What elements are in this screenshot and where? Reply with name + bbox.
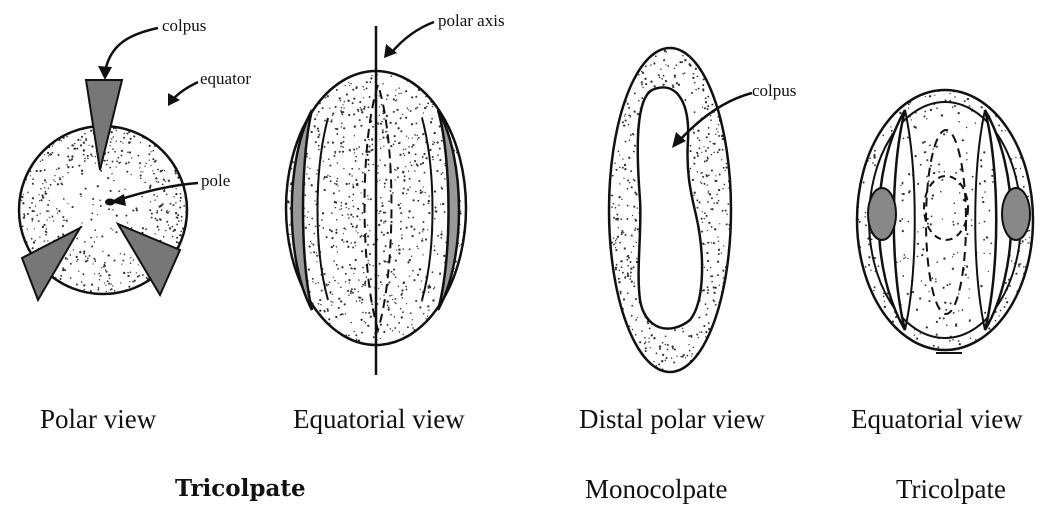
caption-equatorial-view-2: Equatorial view bbox=[851, 404, 1023, 434]
colpus-leader-1 bbox=[105, 28, 158, 72]
equatorial1-inner-right bbox=[422, 118, 433, 300]
caption-polar-view: Polar view bbox=[40, 404, 157, 434]
caption-equatorial-view-1: Equatorial view bbox=[293, 404, 465, 434]
polar-view-figure: colpus equator pole bbox=[18, 16, 251, 300]
equatorial2-ridge-right bbox=[975, 110, 985, 330]
polar-axis-leader bbox=[392, 22, 434, 52]
equatorial-view-figure-2 bbox=[857, 90, 1033, 353]
equatorial2-dashed-pore bbox=[924, 176, 968, 240]
caption-distal-polar-view: Distal polar view bbox=[579, 404, 765, 434]
distal-polar-view-figure: colpus bbox=[609, 48, 796, 372]
equatorial1-colpus-left bbox=[292, 110, 312, 310]
pole-label: pole bbox=[201, 171, 230, 190]
colpus-label-1: colpus bbox=[162, 16, 206, 35]
group-tricolpate-right: Tricolpate bbox=[896, 474, 1006, 504]
equatorial1-dashed-colpus bbox=[365, 85, 392, 330]
polar-axis-label: polar axis bbox=[438, 11, 505, 30]
equator-leader bbox=[172, 82, 198, 100]
equatorial-view-figure-1: polar axis bbox=[286, 11, 505, 375]
distal-colpus bbox=[638, 87, 702, 328]
equatorial2-pore-left bbox=[868, 188, 896, 240]
group-tricolpate-left: Tricolpate bbox=[175, 475, 306, 502]
equator-label: equator bbox=[200, 69, 251, 88]
colpus-label-2: colpus bbox=[752, 81, 796, 100]
polar-axis-leader-arrow bbox=[384, 44, 397, 58]
group-monocolpate: Monocolpate bbox=[585, 474, 727, 504]
equatorial2-ridge-left bbox=[905, 110, 915, 330]
equatorial2-pore-right bbox=[1002, 188, 1030, 240]
colpus-leader-arrow-1 bbox=[98, 66, 112, 80]
equatorial2-dashed-colpus bbox=[926, 130, 966, 314]
